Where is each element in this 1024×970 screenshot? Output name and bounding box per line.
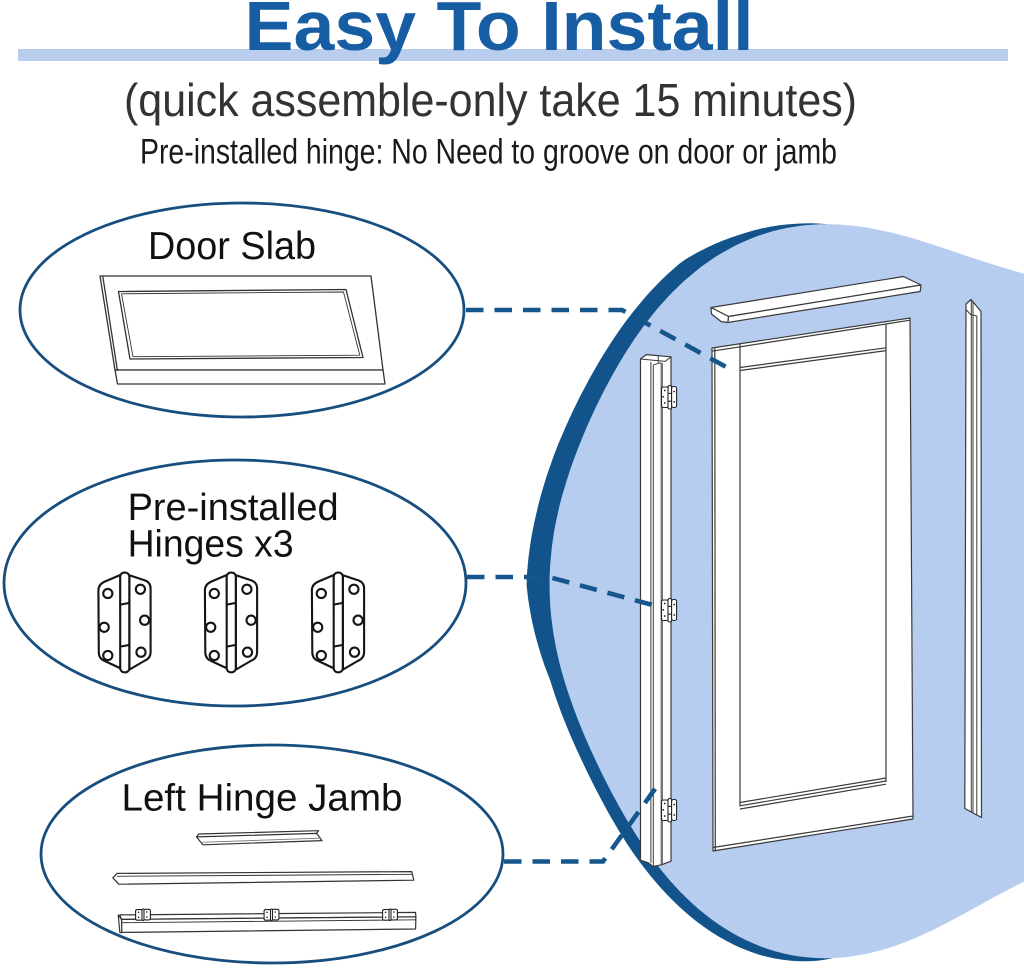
svg-text:Easy To Install: Easy To Install xyxy=(245,0,754,65)
svg-text:Door Slab: Door Slab xyxy=(148,225,316,268)
svg-text:Left Hinge Jamb: Left Hinge Jamb xyxy=(122,778,403,820)
svg-text:Hinges x3: Hinges x3 xyxy=(128,524,294,566)
svg-text:Pre-installed hinge: No Need t: Pre-installed hinge: No Need to groove o… xyxy=(140,133,837,172)
svg-text:(quick assemble-only take 15 m: (quick assemble-only take 15 minutes) xyxy=(124,74,857,126)
svg-text:Pre-installed: Pre-installed xyxy=(128,487,339,529)
